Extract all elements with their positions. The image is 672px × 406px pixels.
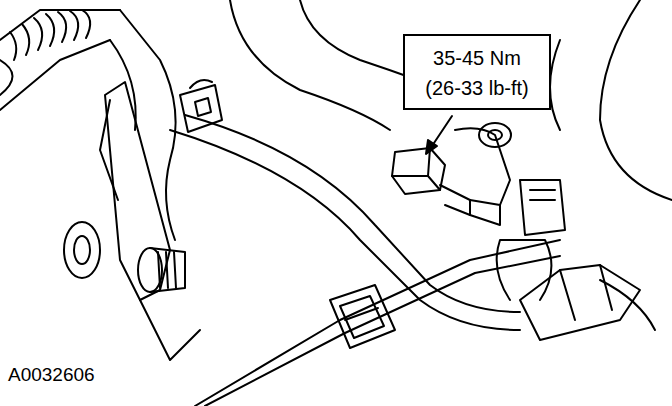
figure-number: A0032606 [8,364,95,386]
bracket-stud [64,82,200,360]
leader-arrow [426,116,452,154]
body-casting [110,0,672,240]
rubber-boot [0,10,120,110]
fitting-nut [392,123,511,225]
tube-clamp [330,285,395,348]
torque-value: (26-33 lb-ft) [405,73,549,103]
connector [497,180,655,340]
torque-value: 35-45 Nm [405,43,549,73]
callout-box: 35-45 Nm(26-33 lb-ft) [403,34,551,110]
tube [170,115,560,406]
